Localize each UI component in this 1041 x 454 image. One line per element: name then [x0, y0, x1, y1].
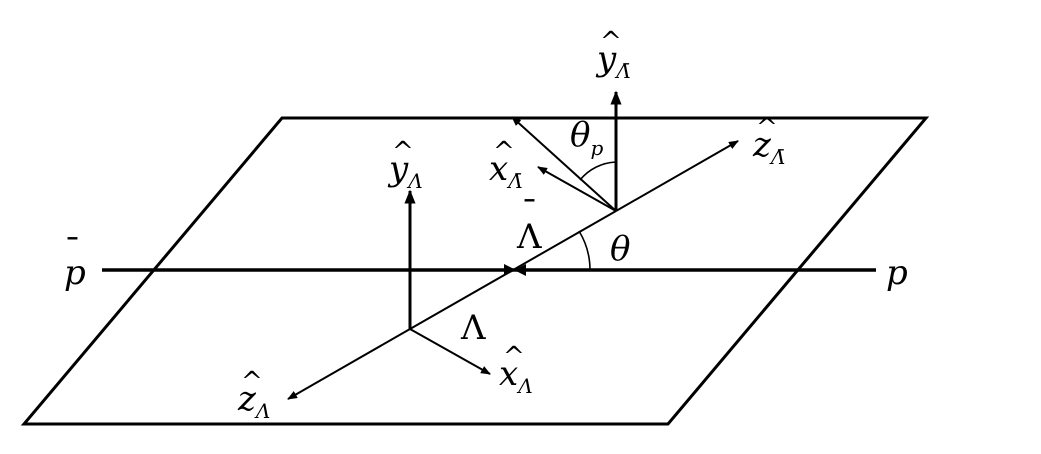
x-lambda-bar-axis [537, 166, 617, 212]
label-z-lambda-bar: zΛ̄ [752, 125, 785, 169]
theta-angle-arc [578, 230, 591, 271]
label-theta: θ [610, 229, 630, 269]
beam-arrowhead-p [514, 264, 526, 276]
hat-x-lambda: ^ [503, 342, 525, 372]
lambda-flight-line [409, 210, 617, 330]
production-plane [20, 116, 930, 426]
label-theta-p: θp [570, 115, 603, 160]
hat-y-lambda: ^ [392, 137, 414, 167]
label-p: p [886, 253, 908, 293]
z-lambda-bar-axis [615, 140, 739, 212]
hat-x-lambda-bar: ^ [493, 137, 515, 167]
label-lambda-bar-bar: ¯ [521, 193, 538, 233]
label-y-lambda-bar: yΛ̄ [595, 39, 631, 83]
theta-p-angle-arc [579, 161, 617, 181]
label-pbar: p [64, 253, 86, 293]
z-lambda-axis [287, 328, 411, 400]
label-x-lambda-bar: xΛ̄ [489, 149, 523, 193]
hat-z-lambda-bar: ^ [756, 113, 778, 143]
label-lambda: Λ [460, 308, 486, 348]
label-lambda-bar: Λ [516, 217, 542, 257]
x-lambda-axis [409, 328, 491, 375]
hat-y-lambda-bar: ^ [600, 27, 622, 57]
hat-z-lambda: ^ [241, 367, 263, 397]
proton-momentum-direction [511, 116, 617, 212]
label-z-lambda: zΛ [237, 379, 270, 423]
label-pbar-bar: ¯ [64, 231, 81, 271]
label-y-lambda: yΛ [387, 149, 423, 193]
label-x-lambda: xΛ [499, 354, 533, 398]
